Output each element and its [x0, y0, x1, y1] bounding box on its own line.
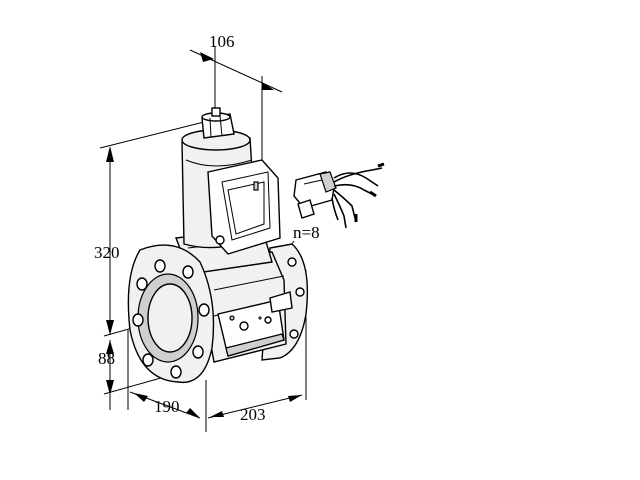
dim-depth-right-label: 203 [240, 405, 266, 424]
flange-bore-inner [147, 283, 193, 353]
dim-height-lower-label: 88 [98, 349, 115, 368]
dimension-lines [99, 46, 307, 432]
bolt-count-label: n=8 [293, 223, 320, 242]
dim-top-width-label: 106 [209, 32, 235, 51]
dim-depth-left-label: 190 [154, 397, 180, 416]
valve-body [127, 107, 309, 384]
side-plate-rail [225, 333, 285, 357]
flange-bolt-holes [132, 259, 210, 379]
dim-depth-right-line [207, 394, 303, 419]
dim-height-ext-top [99, 121, 205, 149]
dim-height-total-label: 320 [94, 243, 120, 262]
cable-plug-assembly [293, 162, 385, 229]
dim-height-ext-bottom [103, 375, 169, 395]
plug-gland [297, 199, 315, 219]
side-knob [269, 291, 293, 313]
